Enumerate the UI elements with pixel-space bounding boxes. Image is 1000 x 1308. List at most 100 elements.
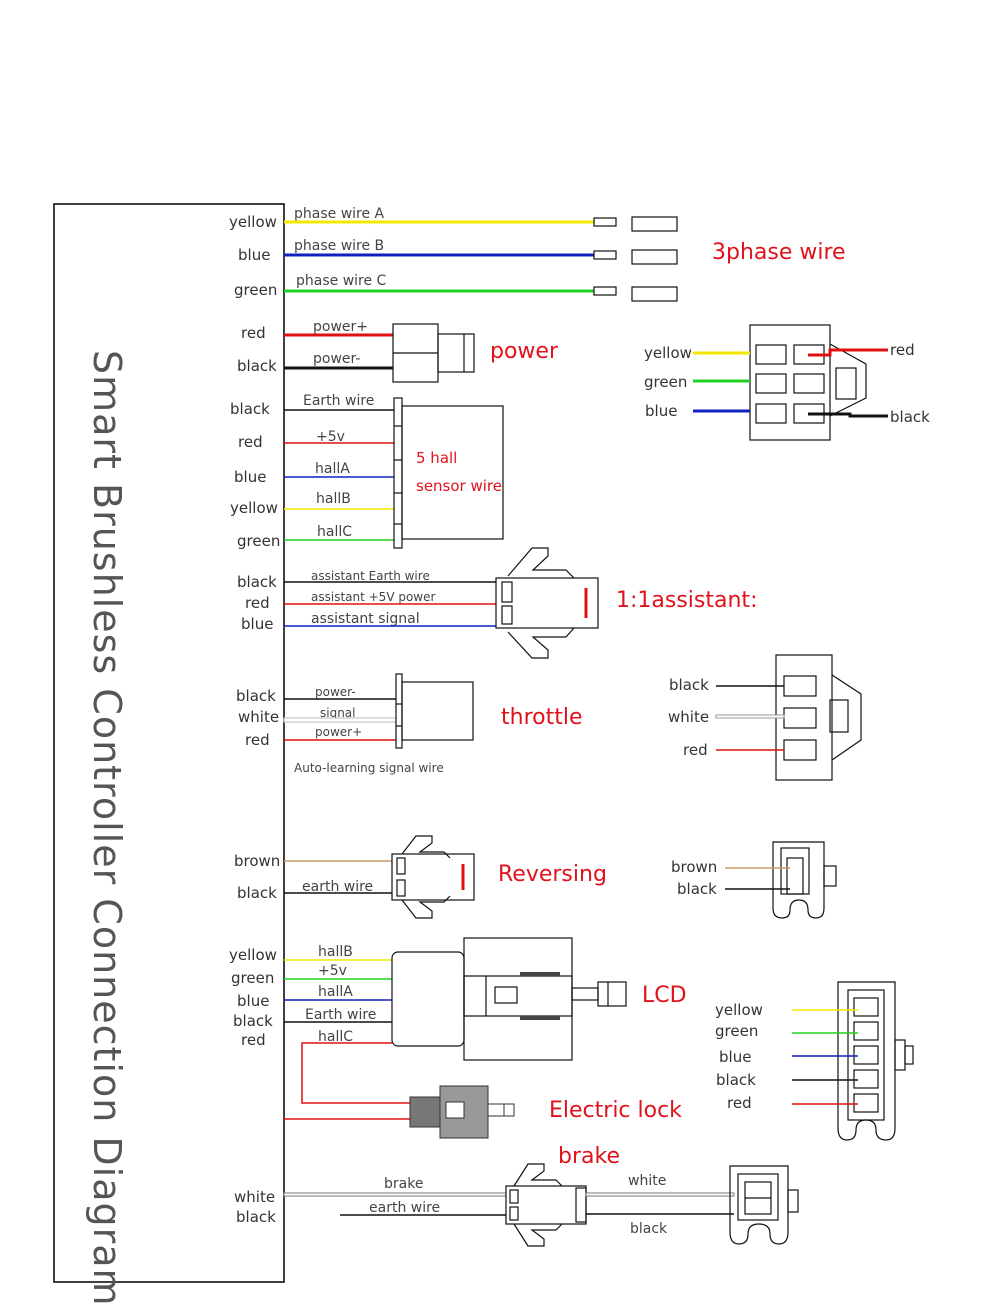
power-plus-label: power+ [313,319,368,335]
hall-plug-red-label: red [890,341,915,359]
hall-earth-color: black [230,400,270,418]
hall-plug-black-label: black [890,408,930,426]
power-minus-label: power- [313,351,360,367]
hall-plug-red-wire [808,348,888,357]
assistant-signal-label: assistant signal [311,611,420,627]
throttle-signal-label: signal [320,706,356,720]
throttle-connector [395,673,474,749]
lcd-halla-label: hallA [318,984,353,1000]
lcd-red-color: red [241,1031,266,1049]
reversing-black-color: black [237,884,277,902]
hall-a-label: hallA [315,461,350,477]
lcd-plug-blue: blue [719,1048,751,1066]
throttle-plus-label: power+ [315,725,362,739]
brake-right-white: white [628,1173,666,1189]
hall-plug-diagram: yellow green blue red black [644,324,930,441]
phase-terminals [593,216,678,302]
hall-plug-yellow-label: yellow [644,344,692,362]
throttle-minus-color: black [236,687,276,705]
brake-black-color: black [236,1208,276,1226]
brake-earth-label: earth wire [369,1200,440,1216]
brake-right-black: black [630,1221,668,1237]
lcd-connector [391,937,627,1061]
lcd-yellow-color: yellow [229,946,277,964]
assistant-earth-label: assistant Earth wire [311,569,430,583]
throttle-minus-label: power- [315,685,356,699]
phase-b-label: phase wire B [294,238,384,254]
hall-b-label: hallB [316,491,351,507]
hall-heading-line2: sensor wire [416,477,502,495]
lcd-hallc-label: hallC [318,1029,353,1045]
throttle-plug-diagram: black white red [668,654,862,781]
reversing-plug-black: black [677,880,717,898]
reversing-brown-color: brown [234,852,280,870]
phase-section: yellow blue green phase wire A phase wir… [229,206,846,302]
controller-box [53,203,285,1283]
assistant-earth-color: black [237,573,277,591]
brake-heading: brake [558,1144,620,1169]
throttle-plug-white: white [668,708,709,726]
hall-heading-line1: 5 hall [416,449,457,467]
hall-plug-black-wire [808,412,888,418]
diagram-title: Smart Brushless Controller Connection Di… [85,350,129,1307]
lcd-black-color: black [233,1012,273,1030]
power-minus-color: black [237,357,277,375]
power-connector [392,323,475,383]
hall-earth-label: Earth wire [303,393,374,409]
reversing-plug-diagram: brown black [671,841,837,919]
lcd-section: yellow green blue black red hallB +5v ha… [229,937,687,1104]
lcd-plug-diagram: yellow green blue black red [715,981,914,1141]
assistant-section: black red blue assistant Earth wire assi… [237,547,757,659]
lcd-heading: LCD [642,983,687,1008]
throttle-signal-color: white [238,708,279,726]
hall-c-label: hallC [317,524,352,540]
hall-connector [393,397,504,549]
reversing-earth-label: earth wire [302,879,373,895]
assistant-5v-label: assistant +5V power [311,590,435,604]
throttle-section: black white red power- signal power+ Aut… [236,673,583,775]
electric-lock-connector [409,1085,515,1139]
assistant-heading: 1:1assistant: [616,588,757,613]
throttle-signal-wire [283,717,397,723]
throttle-plus-color: red [245,731,270,749]
lcd-plug-black: black [716,1071,756,1089]
lcd-red-wire [301,1042,410,1104]
brake-label: brake [384,1176,423,1192]
brake-white-color: white [234,1188,275,1206]
hall-plug-green-label: green [644,373,687,391]
brake-white-wire [283,1192,507,1197]
reversing-section: brown black earth wire Reversing [234,835,607,919]
lcd-plug-green: green [715,1022,758,1040]
hall-5v-label: +5v [316,429,345,445]
electric-lock-heading: Electric lock [549,1098,682,1123]
hall-plug-blue-label: blue [645,402,677,420]
assistant-5v-color: red [245,594,270,612]
assistant-signal-color: blue [241,615,273,633]
throttle-note: Auto-learning signal wire [294,761,444,775]
phase-b-color: blue [238,246,270,264]
reversing-heading: Reversing [498,862,607,887]
hall-section: black red blue yellow green Earth wire +… [230,393,504,550]
hall-b-color: yellow [230,499,278,517]
throttle-plug-red: red [683,741,708,759]
phase-heading: 3phase wire [712,240,846,265]
power-section: red black power+ power- power [237,319,559,383]
reversing-plug-brown: brown [671,858,717,876]
power-heading: power [490,339,559,364]
lcd-blue-color: blue [237,992,269,1010]
throttle-plug-black: black [669,676,709,694]
reversing-connector [391,835,475,919]
throttle-heading: throttle [501,705,583,730]
phase-c-color: green [234,281,277,299]
hall-a-color: blue [234,468,266,486]
lcd-hallb-label: hallB [318,944,353,960]
brake-switch [729,1165,799,1245]
electric-lock-section: Electric lock [284,1085,682,1139]
phase-c-label: phase wire C [296,273,387,289]
assistant-connector [495,547,599,659]
brake-section: brake white black brake earth wire white… [234,1144,799,1247]
hall-5v-color: red [238,433,263,451]
lcd-plug-yellow: yellow [715,1001,763,1019]
hall-c-color: green [237,532,280,550]
